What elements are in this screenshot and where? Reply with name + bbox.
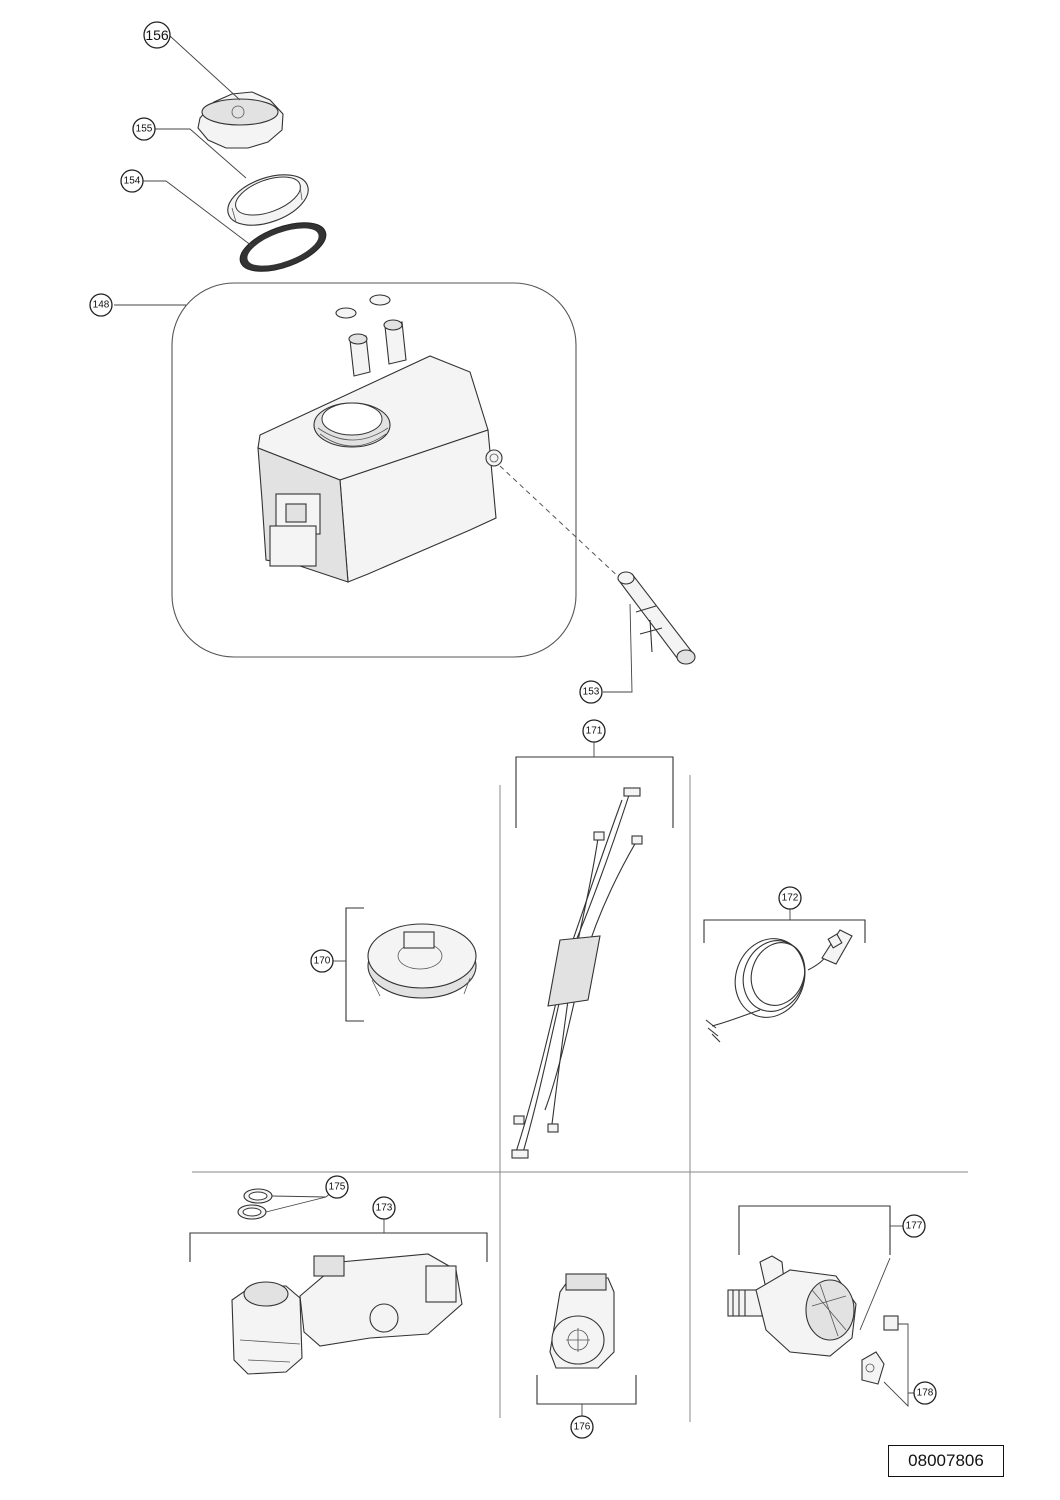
part-176-pump-motor [536, 1273, 637, 1417]
callout-156-label: 156 [145, 27, 169, 43]
callout-173-label: 173 [376, 1203, 393, 1214]
part-173-valve-assembly [189, 1218, 488, 1375]
callout-176-label: 176 [574, 1422, 591, 1433]
callout-154-label: 154 [124, 176, 141, 187]
part-155-locking-ring [227, 174, 309, 226]
callout-170-label: 170 [314, 956, 331, 967]
panel-separators [192, 775, 968, 1422]
part-175-seals [237, 1187, 337, 1220]
callout-176: 176 [570, 1415, 594, 1439]
callout-155-label: 155 [136, 124, 153, 135]
part-172-power-cord [703, 908, 866, 1043]
callout-170: 170 [310, 949, 334, 973]
callout-leaders [114, 35, 633, 693]
callout-171: 171 [582, 719, 606, 743]
callout-171-label: 171 [586, 726, 603, 737]
part-154-gasket [239, 222, 327, 272]
callout-155: 155 [132, 117, 156, 141]
part-148-tank-assembly [171, 282, 625, 658]
callout-177: 177 [902, 1214, 926, 1238]
callout-173: 173 [372, 1196, 396, 1220]
callout-172-label: 172 [782, 893, 799, 904]
callout-175-label: 175 [329, 1182, 346, 1193]
part-170-round-module [332, 907, 477, 1022]
callout-153-label: 153 [583, 687, 600, 698]
callout-148: 148 [89, 293, 113, 317]
callout-156: 156 [143, 21, 171, 49]
callout-148-label: 148 [93, 300, 110, 311]
document-number-box: 08007806 [888, 1445, 1004, 1477]
part-171-wiring-harness [511, 742, 674, 1159]
part-178-clips [861, 1315, 914, 1408]
callout-177-label: 177 [906, 1221, 923, 1232]
part-153-tube [617, 571, 696, 665]
part-156-knob-cap [197, 91, 284, 149]
callout-178: 178 [913, 1381, 937, 1405]
callout-172: 172 [778, 886, 802, 910]
callout-154: 154 [120, 169, 144, 193]
callout-178-label: 178 [917, 1388, 934, 1399]
part-177-circulation-pump [727, 1205, 906, 1357]
callout-175: 175 [325, 1175, 349, 1199]
callout-153: 153 [579, 680, 603, 704]
document-number: 08007806 [908, 1451, 984, 1470]
